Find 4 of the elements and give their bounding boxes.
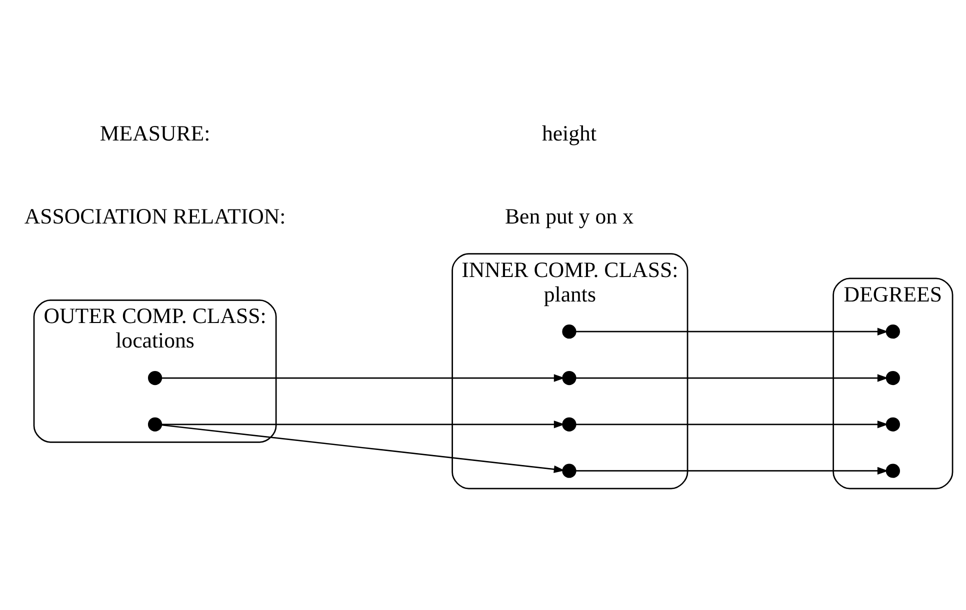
label: ASSOCIATION RELATION: [24,204,286,229]
label: Ben put y on x [504,204,634,229]
label: height [541,121,596,146]
label: MEASURE: [99,121,210,146]
